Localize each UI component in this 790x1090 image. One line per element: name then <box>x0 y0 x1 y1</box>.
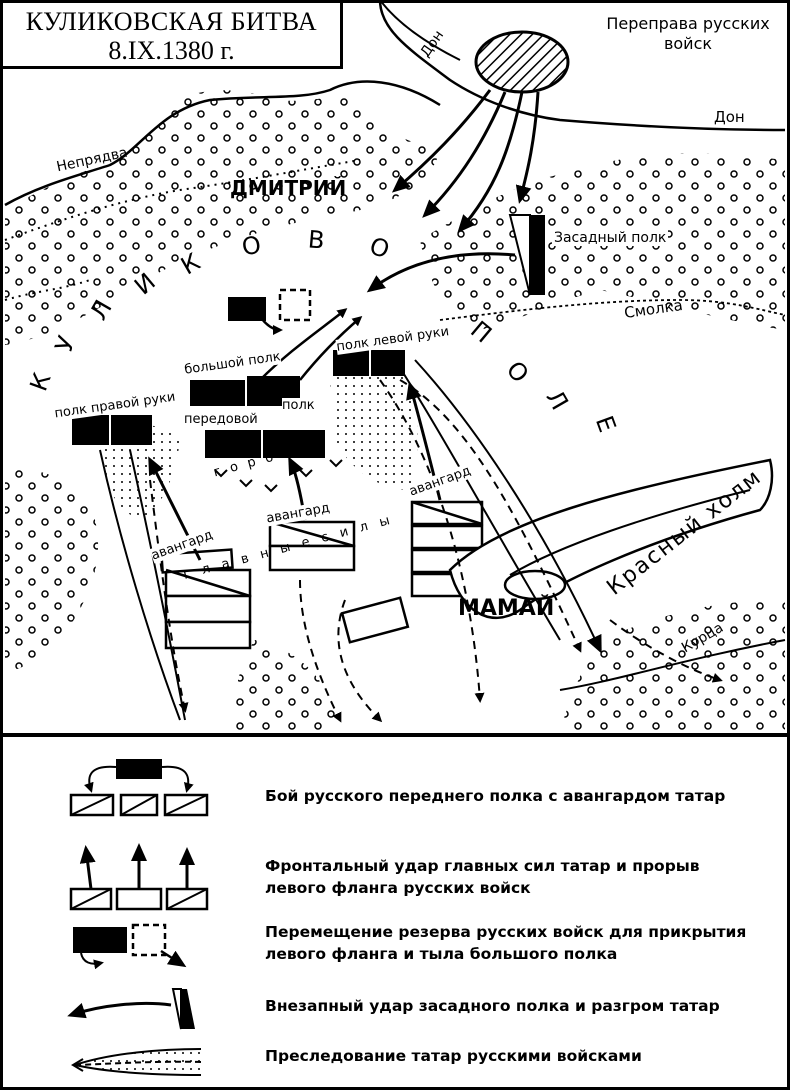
legend-item: Внезапный удар засадного полка и разгром… <box>3 983 787 1033</box>
river-nepryadva <box>4 80 441 207</box>
label-don-2: Дон <box>714 108 745 126</box>
tatar-formations <box>160 500 484 650</box>
label-dmitry: ДМИТРИЙ <box>230 176 347 200</box>
label-crossing: Переправа русских войск <box>606 14 770 53</box>
legend-divider <box>0 733 790 737</box>
map-drawing <box>4 0 786 730</box>
forward-regiment-battle-icon <box>69 759 209 817</box>
ambush-strike-icon <box>67 988 195 1030</box>
legend-item: Бой русского переднего полка с авангардо… <box>3 755 787 835</box>
river-don <box>378 0 786 132</box>
reserve-movement-icon <box>73 923 187 970</box>
legend: Бой русского переднего полка с авангардо… <box>3 737 787 1087</box>
legend-text: Бой русского переднего полка с авангардо… <box>265 787 726 805</box>
legend-text: Преследование татар русскими войсками <box>265 1047 642 1065</box>
legend-text: Перемещение резерва русских войск для пр… <box>265 923 747 963</box>
label-kulikovo-v: В <box>306 225 326 255</box>
pursuit-icon <box>71 1048 202 1076</box>
title-main: КУЛИКОВСКАЯ БИТВА <box>25 7 318 36</box>
legend-item: Перемещение резерва русских войск для пр… <box>3 917 787 987</box>
map-title: КУЛИКОВСКАЯ БИТВА 8.IX.1380 г. <box>3 3 343 69</box>
label-forward-regiment-2: полк <box>282 398 315 413</box>
forest-south <box>230 640 340 730</box>
crossing-ellipse <box>474 30 570 94</box>
battle-map: КУЛИКОВСКАЯ БИТВА 8.IX.1380 г. Переправа… <box>3 0 786 730</box>
legend-text: Внезапный удар засадного полка и разгром… <box>265 997 720 1015</box>
forest-west <box>5 469 99 672</box>
legend-item: Фронтальный удар главных сил татар и про… <box>3 837 787 917</box>
red-hill <box>448 458 774 620</box>
label-mamai: МАМАЙ <box>458 596 555 621</box>
forest-northwest <box>5 90 440 345</box>
legend-item: Преследование татар русскими войсками <box>3 1035 787 1085</box>
label-ambush-regiment: Засадный полк <box>552 230 669 246</box>
river-smolka <box>439 299 786 321</box>
legend-text: Фронтальный удар главных сил татар и про… <box>265 857 700 897</box>
river-kurtsa <box>559 639 786 691</box>
label-forward-regiment-1: передовой <box>184 412 258 427</box>
title-date: 8.IX.1380 г. <box>108 36 235 65</box>
crossing-arrows <box>391 89 540 234</box>
frontal-strike-icon <box>69 843 209 911</box>
russian-regiments <box>72 288 405 458</box>
